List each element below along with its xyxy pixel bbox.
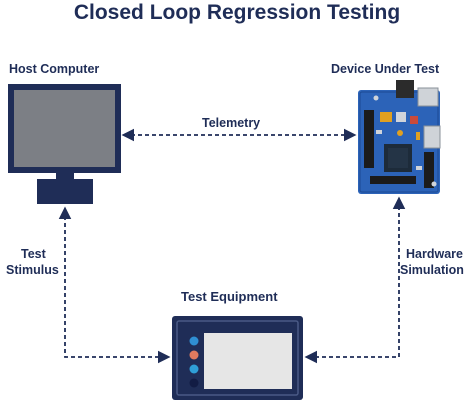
hardware-simulation-label-line2: Simulation [400, 263, 464, 277]
equipment-indicator-orange [189, 350, 199, 360]
monitor-screen [14, 90, 115, 167]
board-header-left [364, 110, 374, 168]
equipment-indicator-navy [189, 378, 199, 388]
board-usb-port [423, 125, 441, 149]
equipment-indicator-blue [189, 336, 199, 346]
test-stimulus-connector [58, 206, 171, 364]
device-board-icon [358, 80, 441, 194]
device-under-test-label: Device Under Test [331, 62, 440, 76]
host-computer-icon [8, 84, 121, 204]
equipment-display [204, 333, 292, 389]
test-equipment-icon [172, 316, 303, 400]
board-header-bottom [370, 176, 416, 184]
test-stimulus-label-line1: Test [21, 247, 46, 261]
board-power-jack [396, 80, 414, 98]
telemetry-label: Telemetry [202, 116, 261, 130]
hardware-simulation-connector [304, 196, 406, 364]
equipment-indicator-teal [189, 364, 199, 374]
host-computer-label: Host Computer [9, 62, 100, 76]
monitor-base [37, 179, 93, 204]
diagram-title: Closed Loop Regression Testing [73, 1, 401, 24]
monitor-neck [56, 173, 74, 179]
test-equipment-label: Test Equipment [181, 289, 278, 304]
hardware-simulation-label-line1: Hardware [406, 247, 463, 261]
board-header-right [424, 152, 434, 188]
board-ethernet-port [417, 87, 439, 107]
test-stimulus-label-line2: Stimulus [6, 263, 59, 277]
